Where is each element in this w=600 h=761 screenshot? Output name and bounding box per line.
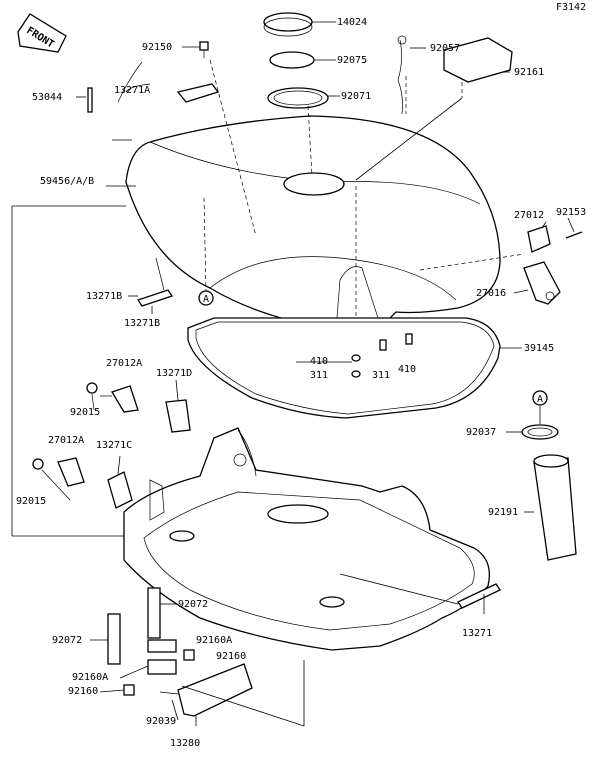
gasket-39145 [187,317,522,419]
pad-92160A-left [147,659,177,675]
label-311-right: 311 [372,370,390,381]
pad-92160A-right [147,639,177,653]
strip-13271 [457,583,501,614]
label-13271D: 13271D [156,368,192,379]
figure-code: F3142 [556,2,586,13]
cord-92057 [397,35,426,115]
label-13271C: 13271C [96,440,132,451]
bracket-13271A [117,61,220,103]
strap-92072-right [147,587,176,639]
grommet-410-right [405,333,413,345]
label-410-right: 410 [398,364,416,375]
latch-27012 [527,221,551,253]
bolt-92150 [182,41,209,58]
label-59456: 59456/A/B [40,176,94,187]
label-92015-top: 92015 [70,407,100,418]
label-92150: 92150 [142,42,172,53]
label-92160A-left: 92160A [72,672,108,683]
bracket-13271B [128,257,174,314]
latch-27016 [513,261,561,305]
pad-92160-left [123,684,135,696]
ring-92071 [267,87,340,109]
label-13280: 13280 [170,738,200,749]
nut-92015-top [86,382,98,394]
label-92039: 92039 [146,716,176,727]
deck-body [123,427,491,651]
tube-92191 [524,454,577,561]
bracket-13271C [107,455,133,509]
seal-92075 [269,51,336,69]
label-92160-left: 92160 [68,686,98,697]
label-13271: 13271 [462,628,492,639]
label-13271A: 13271A [114,85,150,96]
svg-text:A: A [537,394,543,405]
nut-311-left [351,370,361,378]
plate-13280 [159,660,305,727]
bracket-13271D [165,379,191,433]
label-92160-right: 92160 [216,651,246,662]
label-92153: 92153 [556,207,586,218]
pad-92160-right [183,649,195,661]
label-92057: 92057 [430,43,460,54]
label-92161: 92161 [514,67,544,78]
label-92015-bot: 92015 [16,496,46,507]
front-arrow-badge: FRONT [17,13,67,53]
bracket-27012A-bot [57,457,85,487]
label-27012: 27012 [514,210,544,221]
label-13271B-top: 13271B [86,291,122,302]
clamp-92037 [506,406,559,440]
label-13271B-bot: 13271B [124,318,160,329]
label-27012A-top: 27012A [106,358,142,369]
washer-410-left [296,354,361,363]
ref-marker-A-right: A [532,390,548,406]
pad-92161 [443,37,513,83]
hatch-cover-59456 [125,76,501,334]
grommet-311-right [379,339,387,351]
label-92160A-right: 92160A [196,635,232,646]
pin-53044 [76,87,93,113]
label-53044: 53044 [32,92,62,103]
label-92075: 92075 [337,55,367,66]
label-27012A-bot: 27012A [48,435,84,446]
ref-marker-A-left: A [198,290,214,306]
label-311-left: 311 [310,370,328,381]
label-92037: 92037 [466,427,496,438]
label-92071: 92071 [341,91,371,102]
label-14024: 14024 [337,17,367,28]
label-410-left: 410 [310,356,328,367]
svg-text:A: A [203,294,209,305]
label-27016: 27016 [476,288,506,299]
nut-92015-bot [32,458,44,470]
label-92072-left: 92072 [52,635,82,646]
label-92191: 92191 [488,507,518,518]
strap-92072-left [107,613,121,665]
cap-14024 [263,12,336,37]
label-39145: 39145 [524,343,554,354]
label-92072-right: 92072 [178,599,208,610]
bracket-27012A-top [100,385,139,413]
screw-92153 [565,217,583,239]
